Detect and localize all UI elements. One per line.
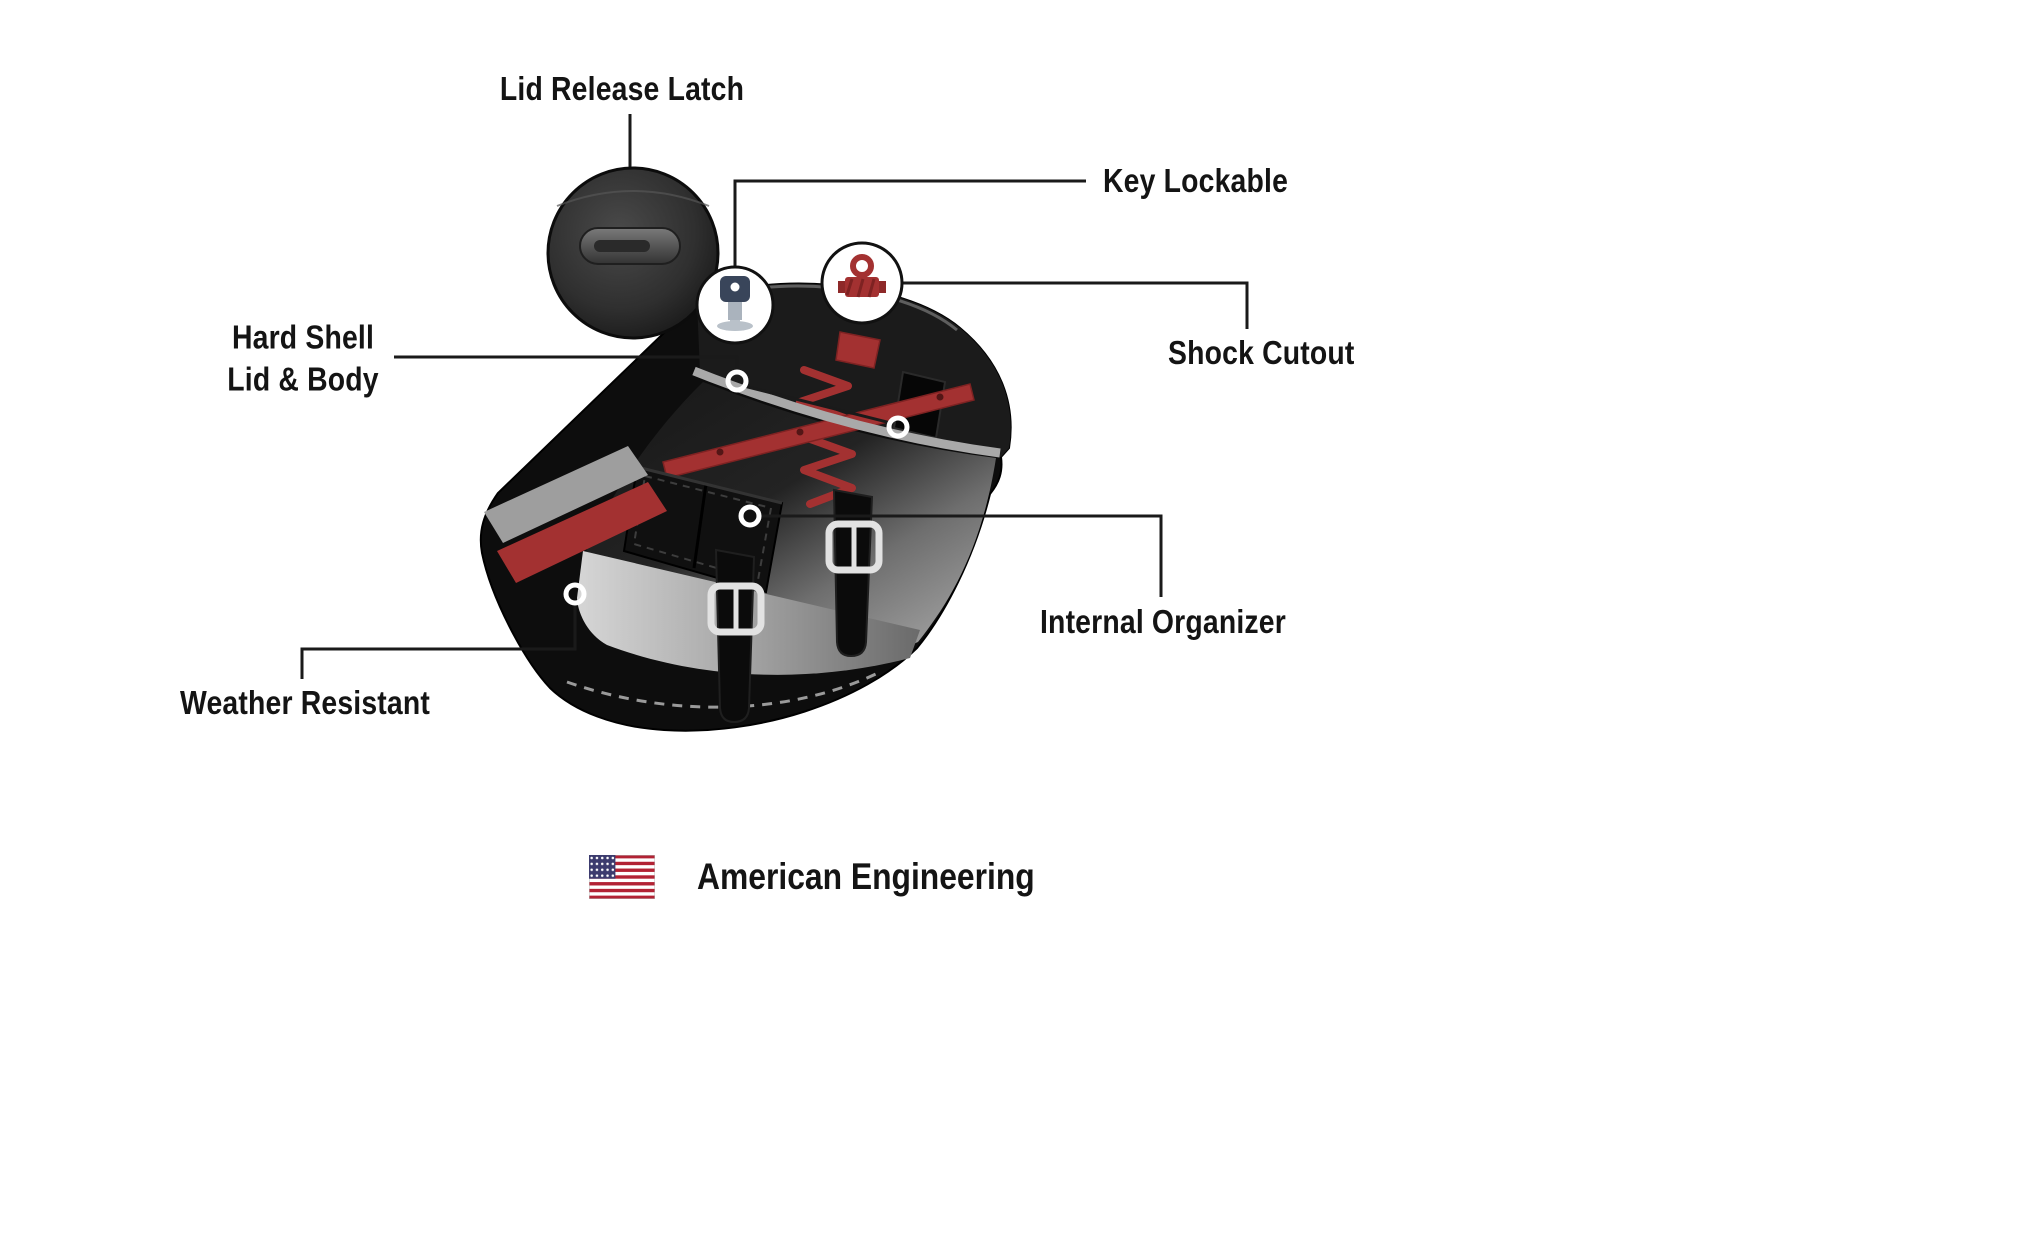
shock-top-mount [835,331,881,369]
marker-dot-hard-shell-lid [725,369,749,393]
us-flag-icon [589,855,655,899]
callout-line-hard-shell-body [743,384,892,425]
callout-line-weather-resistant [300,604,577,679]
shock-absorber-icon [838,254,886,298]
key-icon [717,276,753,331]
callout-line-hard-shell [394,355,739,371]
footer-text: American Engineering [697,856,1035,897]
label-key-lockable: Key Lockable [1103,162,1289,199]
marker-dot-weather-resistant [563,582,587,606]
lid-latch-inset [546,166,720,340]
callout-line-shock-cutout [902,281,1249,329]
label-weather-resistant: Weather Resistant [180,684,431,721]
callout-line-internal-organizer [760,514,1163,597]
footer: American Engineering [589,855,1090,899]
label-hard-shell-lid-body: Hard Shell Lid & Body [227,316,378,399]
callout-lines [300,114,1249,679]
marker-dot-hard-shell-body [886,415,910,439]
chevron-stripe-red [497,482,667,583]
saddlebag-graphic [479,282,1012,732]
strap-right [825,488,883,658]
strap-left [707,548,765,724]
lid-trim-stripe [692,366,1001,458]
key-lockable-badge [695,265,775,345]
label-shock-cutout: Shock Cutout [1168,334,1355,371]
shock-cutout-badge [820,241,904,325]
label-hard-shell-line1: Hard Shell [231,318,375,356]
chevron-stripe-gray [484,446,648,543]
callout-line-key-lockable [733,179,1086,266]
label-hard-shell-line2: Lid & Body [227,360,379,397]
marker-dot-internal-organizer [738,504,762,528]
label-internal-organizer: Internal Organizer [1040,603,1286,640]
label-lid-release-latch: Lid Release Latch [499,70,745,107]
